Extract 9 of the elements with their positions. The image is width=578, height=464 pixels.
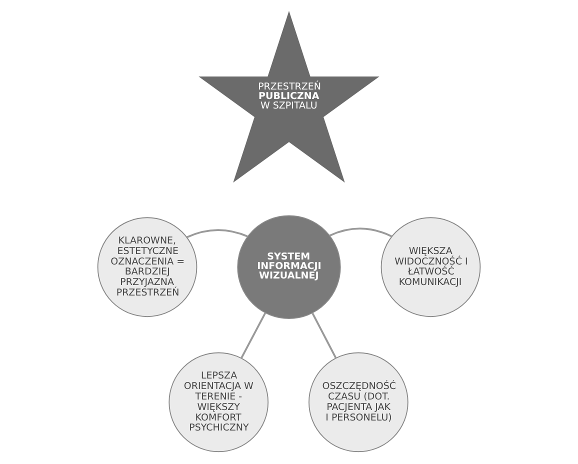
connector — [312, 312, 337, 358]
node-circle: OSZCZĘDNOŚĆ CZASU (DOT. PACJENTA JAK I PERSONELU) — [308, 352, 408, 452]
connector — [186, 229, 248, 238]
node-circle: KLAROWNE, ESTETYCZNE OZNACZENIA = BARDZIEJ PRZYJAZNA PRZESTRZEŃ — [97, 217, 198, 318]
node-circle: WIĘKSZA WIDOCZNOŚĆ I ŁATWOŚĆ KOMUNIKACJI — [380, 217, 481, 318]
connector — [329, 228, 392, 238]
node-circle: SYSTEM INFORMACJI WIZUALNEJ — [237, 215, 341, 319]
connector — [240, 312, 266, 359]
node-circle: LEPSZA ORIENTACJA W TERENIE - WIĘKSZY KOMFORT PSYCHICZNY — [168, 352, 269, 452]
